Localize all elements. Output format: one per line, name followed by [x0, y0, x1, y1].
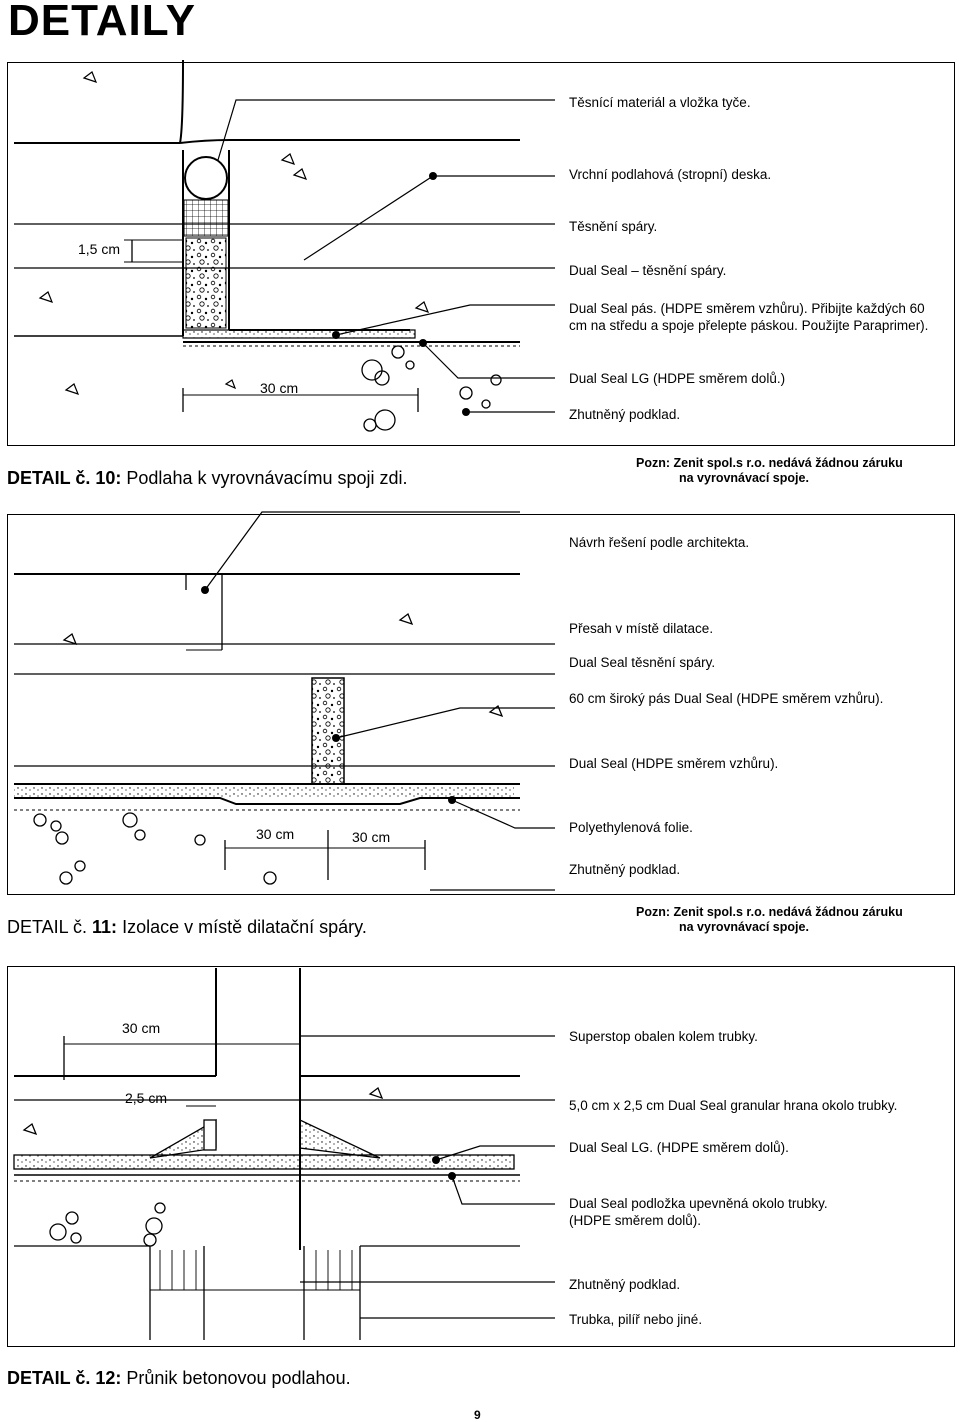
detail-10-dimension-2: 30 cm [260, 380, 299, 396]
detail-12-caption-text: Průnik betonovou podlahou. [126, 1368, 351, 1388]
detail-11-panel [7, 514, 955, 895]
detail-10-caption-prefix: DETAIL č. [7, 468, 91, 488]
detail-11-dimension-1: 30 cm [256, 826, 295, 842]
detail-10-panel [7, 62, 955, 446]
detail-11-caption-text: Izolace v místě dilatační spáry. [122, 917, 367, 937]
detail-11-label-joint-seal: Dual Seal těsnění spáry. [569, 655, 716, 670]
detail-10-caption: DETAIL č. 10: Podlaha k vyrovnávacímu sp… [7, 468, 408, 489]
detail-12-caption-prefix: DETAIL č. [7, 1368, 91, 1388]
detail-10-label-sealant: Těsnící materiál a vložka tyče. [569, 95, 751, 110]
detail-11-note-line1: Pozn: Zenit spol.s r.o. nedává žádnou zá… [636, 905, 903, 919]
detail-12-label-superstop: Superstop obalen kolem trubky. [569, 1029, 758, 1044]
detail-11-label-architect: Návrh řešení podle architekta. [569, 535, 750, 550]
detail-10-label-dual-seal-joint: Dual Seal – těsnění spáry. [569, 263, 727, 278]
detail-12-label-granular: 5,0 cm x 2,5 cm Dual Seal granular hrana… [569, 1098, 898, 1113]
detail-11-note-line2: na vyrovnávací spoje. [679, 920, 809, 934]
detail-11-caption-number: 11: [92, 917, 118, 937]
detail-12-dimension-2: 2,5 cm [125, 1090, 168, 1106]
detail-12-label-subbase: Zhutněný podklad. [569, 1277, 681, 1292]
detail-10-label-subbase: Zhutněný podklad. [569, 407, 681, 422]
detail-10-caption-number: 10: [95, 468, 122, 488]
page-title: DETAILY [8, 0, 196, 45]
detail-10-label-dual-seal-strip: Dual Seal pás. (HDPE směrem vzhůru). Při… [569, 301, 929, 333]
detail-10-label-dual-seal-lg: Dual Seal LG (HDPE směrem dolů.) [569, 371, 786, 386]
detail-12-label-pipe: Trubka, pilíř nebo jiné. [569, 1312, 703, 1327]
detail-12-label-dual-seal-lg: Dual Seal LG. (HDPE směrem dolů). [569, 1140, 789, 1155]
detail-12-caption: DETAIL č. 12: Průnik betonovou podlahou. [7, 1368, 351, 1389]
detail-10-label-joint-seal: Těsnění spáry. [569, 219, 658, 234]
detail-12-label-pad: Dual Seal podložka upevněná okolo trubky… [569, 1196, 828, 1228]
detail-11-label-dual-seal: Dual Seal (HDPE směrem vzhůru). [569, 756, 779, 771]
detail-12-caption-number: 12: [95, 1368, 122, 1388]
detail-11-label-strip: 60 cm široký pás Dual Seal (HDPE směrem … [569, 691, 884, 706]
page-number: 9 [474, 1408, 481, 1422]
detail-11-dimension-2: 30 cm [352, 829, 391, 845]
detail-12-dimension-1: 30 cm [122, 1020, 161, 1036]
detail-12-drawing [13, 968, 555, 1340]
detail-11-drawing [14, 511, 555, 891]
detail-10-label-top-slab: Vrchní podlahová (stropní) deska. [569, 167, 772, 182]
detail-10-note: Pozn: Zenit spol.s r.o. nedává žádnou zá… [636, 456, 903, 486]
detail-11-note: Pozn: Zenit spol.s r.o. nedává žádnou zá… [636, 905, 903, 935]
detail-11-label-pe-foil: Polyethylenová folie. [569, 820, 693, 835]
detail-10-drawing [14, 59, 555, 432]
detail-10-note-line1: Pozn: Zenit spol.s r.o. nedává žádnou zá… [636, 456, 903, 470]
detail-10-caption-text: Podlaha k vyrovnávacímu spoji zdi. [126, 468, 408, 488]
detail-11-caption-prefix: DETAIL č. [7, 917, 88, 937]
detail-10-note-line2: na vyrovnávací spoje. [679, 471, 809, 485]
detail-11-label-subbase: Zhutněný podklad. [569, 862, 681, 877]
detail-11-caption: DETAIL č. 11: Izolace v místě dilatační … [7, 917, 367, 938]
detail-12-panel [7, 966, 955, 1347]
detail-10-dimension-1: 1,5 cm [78, 241, 121, 257]
detail-11-label-overlap: Přesah v místě dilatace. [569, 621, 714, 636]
